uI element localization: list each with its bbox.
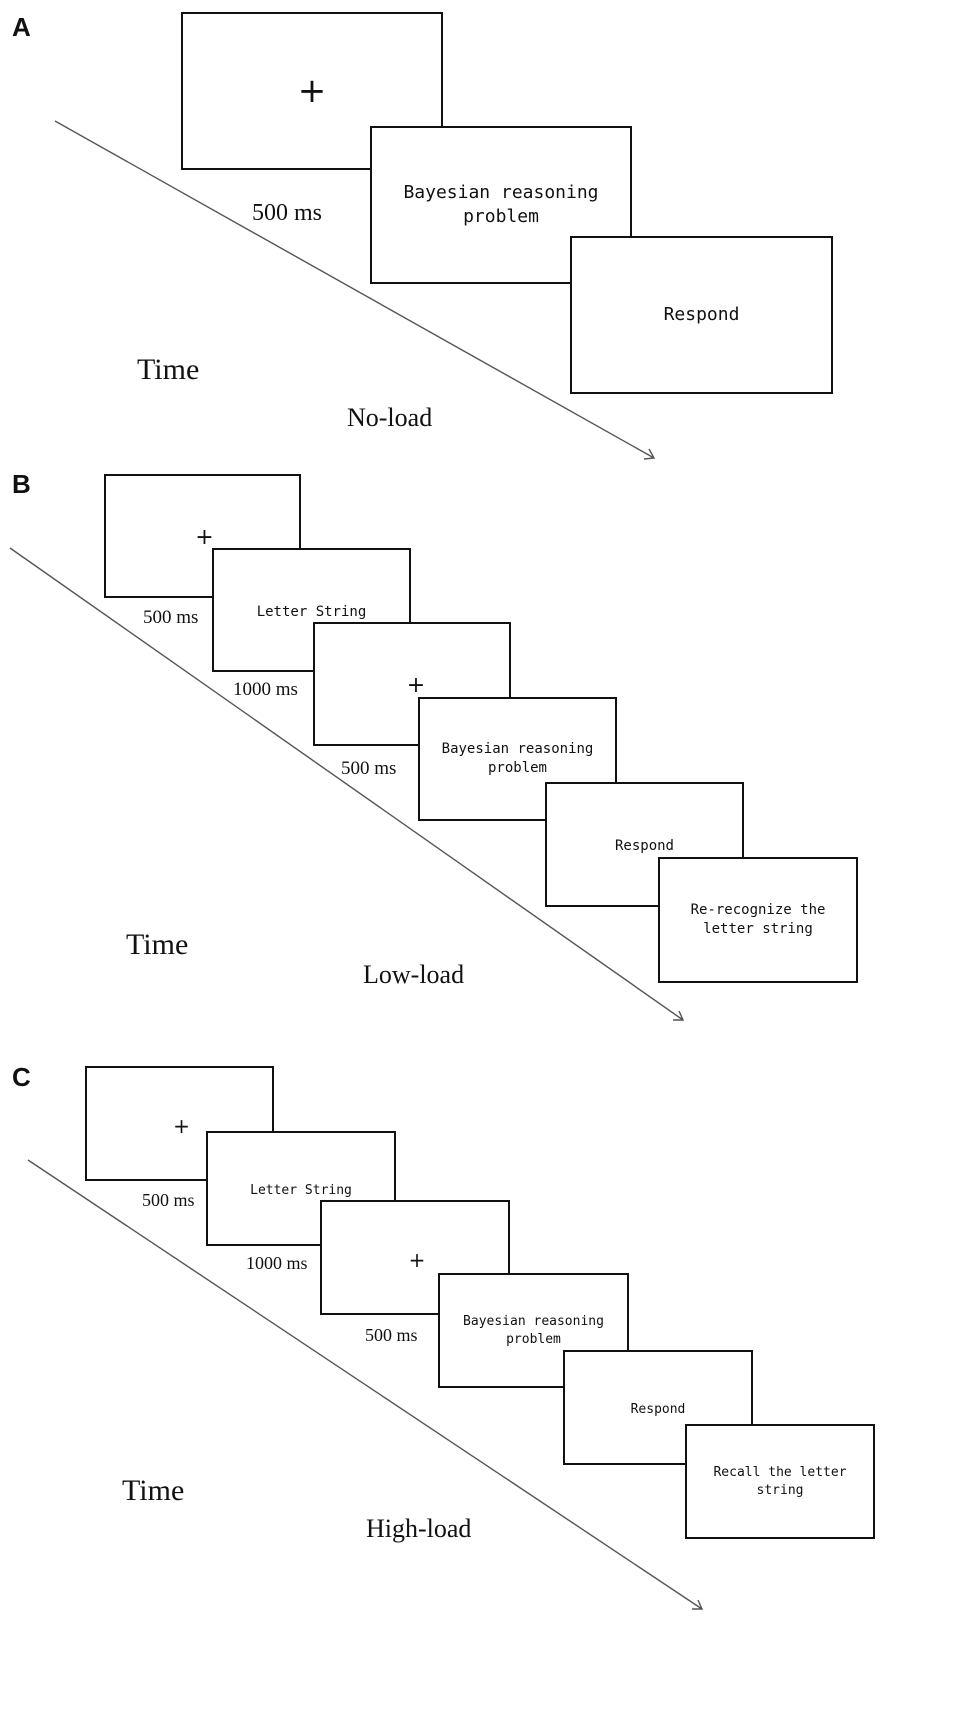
problem-screen: Bayesian reasoning problem xyxy=(418,697,617,821)
fixation-cross: + xyxy=(173,1113,190,1138)
screen-text: Respond xyxy=(614,838,674,855)
duration-label: 500 ms xyxy=(143,607,199,628)
panel-letter: A xyxy=(12,12,31,42)
screen-text: Bayesian reasoning problem xyxy=(441,741,594,776)
fixation-cross: + xyxy=(297,71,327,111)
screen-text: Respond xyxy=(663,303,740,325)
duration-label: 500 ms xyxy=(142,1190,195,1210)
screen-text: Recall the letter string xyxy=(713,1464,847,1498)
fixation-cross: + xyxy=(408,1247,426,1272)
screen-text: Bayesian reasoning problem xyxy=(403,181,599,227)
time-label: Time xyxy=(122,1474,185,1507)
screen-text: Re-recognize the letter string xyxy=(690,902,826,937)
screen-text: Respond xyxy=(630,1401,686,1417)
time-label: Time xyxy=(126,928,189,961)
duration-label: 500 ms xyxy=(365,1325,418,1345)
condition-label: Low-load xyxy=(363,960,465,989)
recall-screen: Recall the letter string xyxy=(685,1424,875,1539)
respond-screen: Respond xyxy=(570,236,833,394)
duration-label: 1000 ms xyxy=(233,679,298,700)
screen-text: Letter String xyxy=(256,603,367,620)
duration-label: 1000 ms xyxy=(246,1253,308,1273)
screen-text: Bayesian reasoning problem xyxy=(463,1313,604,1347)
panel-letter: C xyxy=(12,1062,31,1092)
fixation-cross: + xyxy=(406,673,426,698)
problem-screen: Bayesian reasoning problem xyxy=(438,1273,629,1388)
condition-label: High-load xyxy=(366,1514,472,1543)
panel-letter: B xyxy=(12,469,31,499)
duration-label: 500 ms xyxy=(341,758,397,779)
screen-text: Letter String xyxy=(250,1182,352,1198)
time-label: Time xyxy=(137,353,200,386)
recognition-screen: Re-recognize the letter string xyxy=(658,857,858,983)
fixation-cross: + xyxy=(195,525,214,550)
duration-label: 500 ms xyxy=(252,200,323,226)
condition-label: No-load xyxy=(347,403,433,432)
